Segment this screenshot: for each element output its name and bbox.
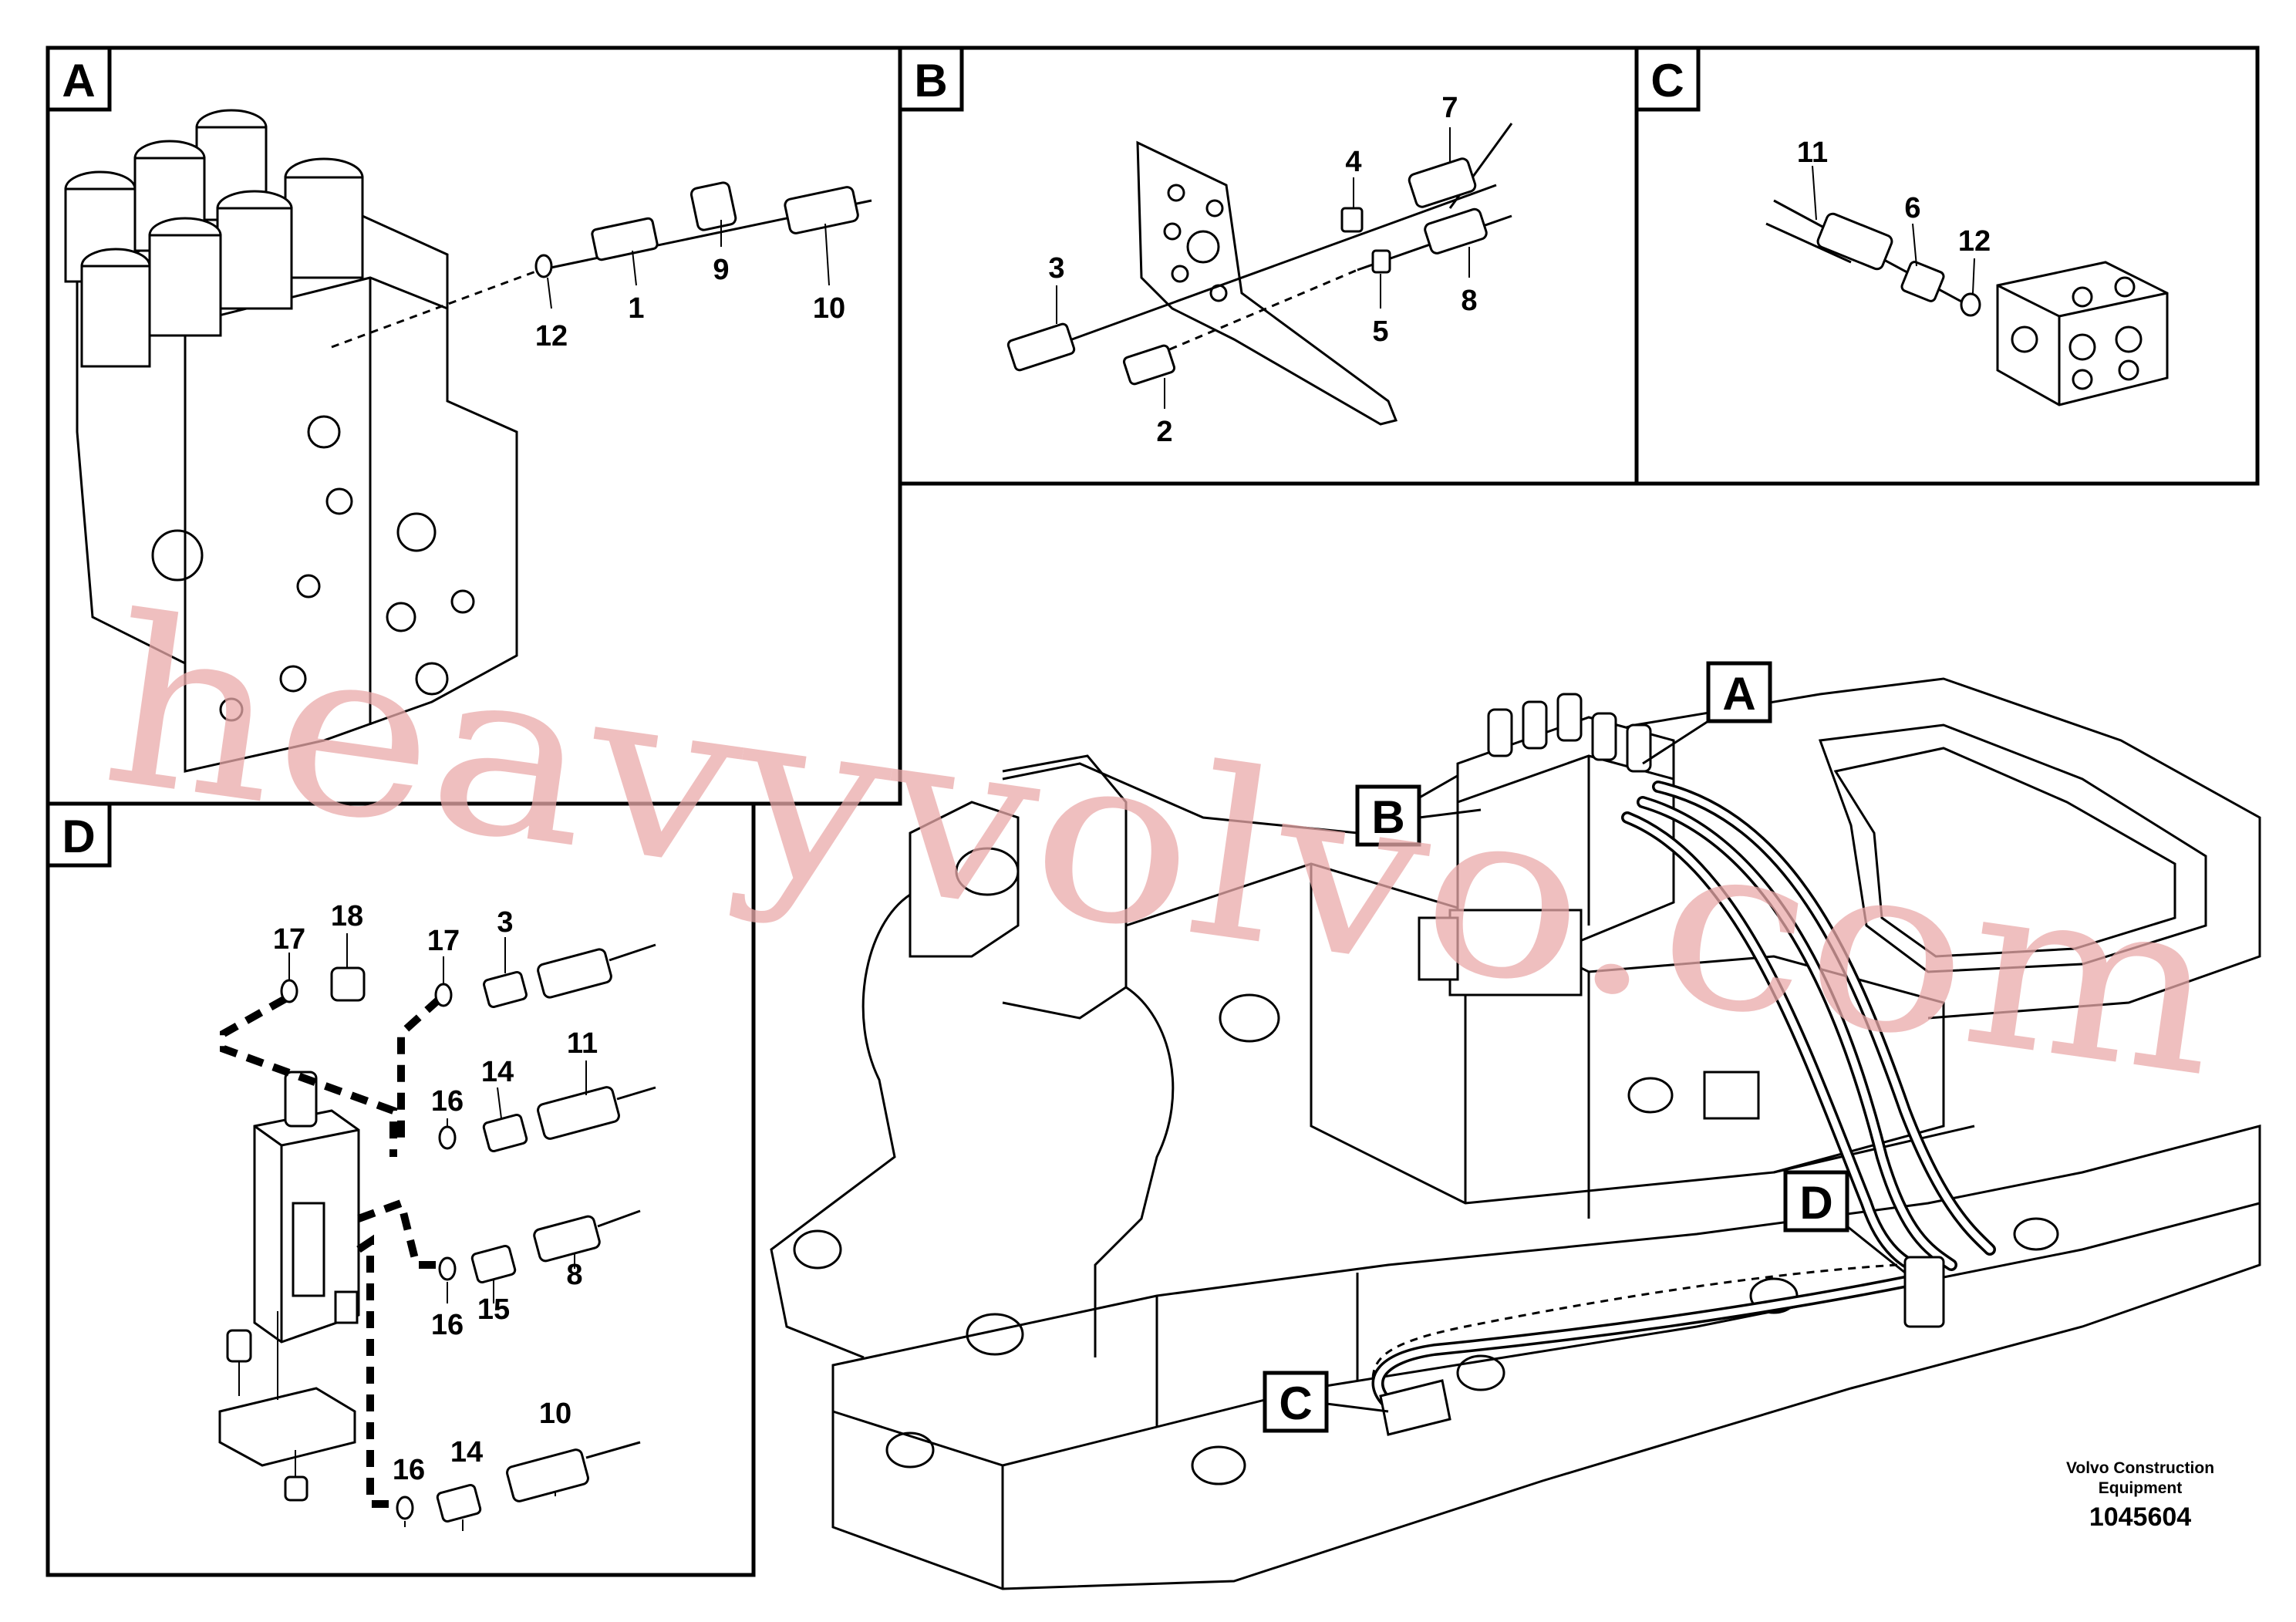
d-seal-16-b [438,1256,457,1281]
panel-c-tag-label: C [1650,55,1684,106]
callout-17-b: 17 [427,925,460,957]
pointer-tag-a[interactable]: A [1642,661,1772,765]
detail-panel-a: A [46,46,902,806]
panel-a-tag-label: A [62,55,95,106]
panel-b-tag-label: B [914,55,947,106]
pointer-tag-c[interactable]: C [1263,1371,1389,1433]
callout-17-a: 17 [273,923,305,956]
callout-10: 10 [813,292,845,325]
d-fitting-15 [470,1245,517,1283]
callout-18: 18 [331,900,363,932]
pointer-tag-d[interactable]: D [1783,1170,1906,1274]
callout-7: 7 [1441,92,1458,124]
d-hose-end-10 [506,1448,589,1502]
callout-10: 10 [539,1398,571,1430]
callout-9: 9 [713,254,729,286]
d-seal-16-c [396,1496,414,1520]
callout-12: 12 [1958,225,1991,258]
callout-11: 11 [567,1027,598,1060]
callout-8: 8 [1461,285,1477,317]
distribution-block-c [1379,1379,1451,1436]
pointer-tag-b-label: B [1371,791,1404,843]
panel-d-tag-label: D [62,811,95,862]
d-seal-17-b [434,983,453,1007]
pointer-tag-b[interactable]: B [1355,784,1482,847]
c-fitting-6 [1900,261,1945,302]
pointer-tag-a-label: A [1722,668,1755,720]
callout-8: 8 [566,1259,582,1291]
solenoid-valve-d [1903,1256,1945,1328]
callout-14-a: 14 [481,1056,514,1088]
panel-c-tag: C [1634,46,1701,112]
a-adapter-1 [591,217,659,261]
detail-panel-d: D [46,801,756,1577]
d-plug-18 [330,966,366,1002]
callout-6: 6 [1904,192,1920,224]
callout-15: 15 [477,1293,510,1326]
brand-line-1: Volvo Construction [2066,1459,2214,1477]
callout-16-c: 16 [393,1454,425,1486]
main-control-valve [1418,693,1675,996]
b-hose-end-8 [1424,207,1488,255]
pointer-tag-c-label: C [1279,1378,1312,1429]
drawing-number: 1045604 [2089,1502,2191,1532]
d-hose-end-upper [537,948,612,999]
callout-2: 2 [1156,416,1172,448]
title-block: Volvo Construction Equipment 1045604 [2066,1459,2214,1532]
callout-14-b: 14 [450,1436,483,1469]
d-hose-end-11 [537,1086,620,1140]
b-nut-4 [1340,207,1364,233]
callout-3: 3 [497,906,513,939]
d-hose-end-8 [533,1215,601,1263]
d-seal-16-a [438,1125,457,1150]
d-fitting-3 [483,970,528,1009]
callout-5: 5 [1372,315,1388,348]
panel-a-tag: A [46,46,112,112]
b-fitting-3 [1006,322,1076,372]
main-assembly-view [770,677,2261,1590]
a-seal-ring-12 [534,254,553,278]
d-fitting-14-b [436,1484,482,1523]
panel-b-tag: B [898,46,964,112]
d-fitting-14-a [482,1114,528,1152]
callout-16-b: 16 [431,1309,464,1341]
b-seal-5 [1371,249,1391,274]
c-hose-end-11 [1816,212,1893,271]
b-hose-end-7 [1408,157,1477,208]
callout-11: 11 [1797,137,1828,169]
detail-panel-b: B 3 2 4 5 7 8 [898,46,1639,486]
a-elbow-9 [689,181,737,231]
brand-line-2: Equipment [2099,1479,2183,1497]
callout-3: 3 [1048,252,1064,285]
c-seal-12 [1960,292,1981,317]
panel-d-tag: D [46,801,112,868]
callout-12: 12 [535,320,568,352]
callout-4: 4 [1345,146,1361,178]
callout-16-a: 16 [431,1085,464,1118]
detail-panel-c: C 11 6 12 [1634,46,2260,486]
pointer-tag-d-label: D [1799,1177,1832,1229]
b-fitting-2 [1122,344,1176,386]
callout-1: 1 [628,292,644,325]
d-seal-17-a [280,979,298,1003]
